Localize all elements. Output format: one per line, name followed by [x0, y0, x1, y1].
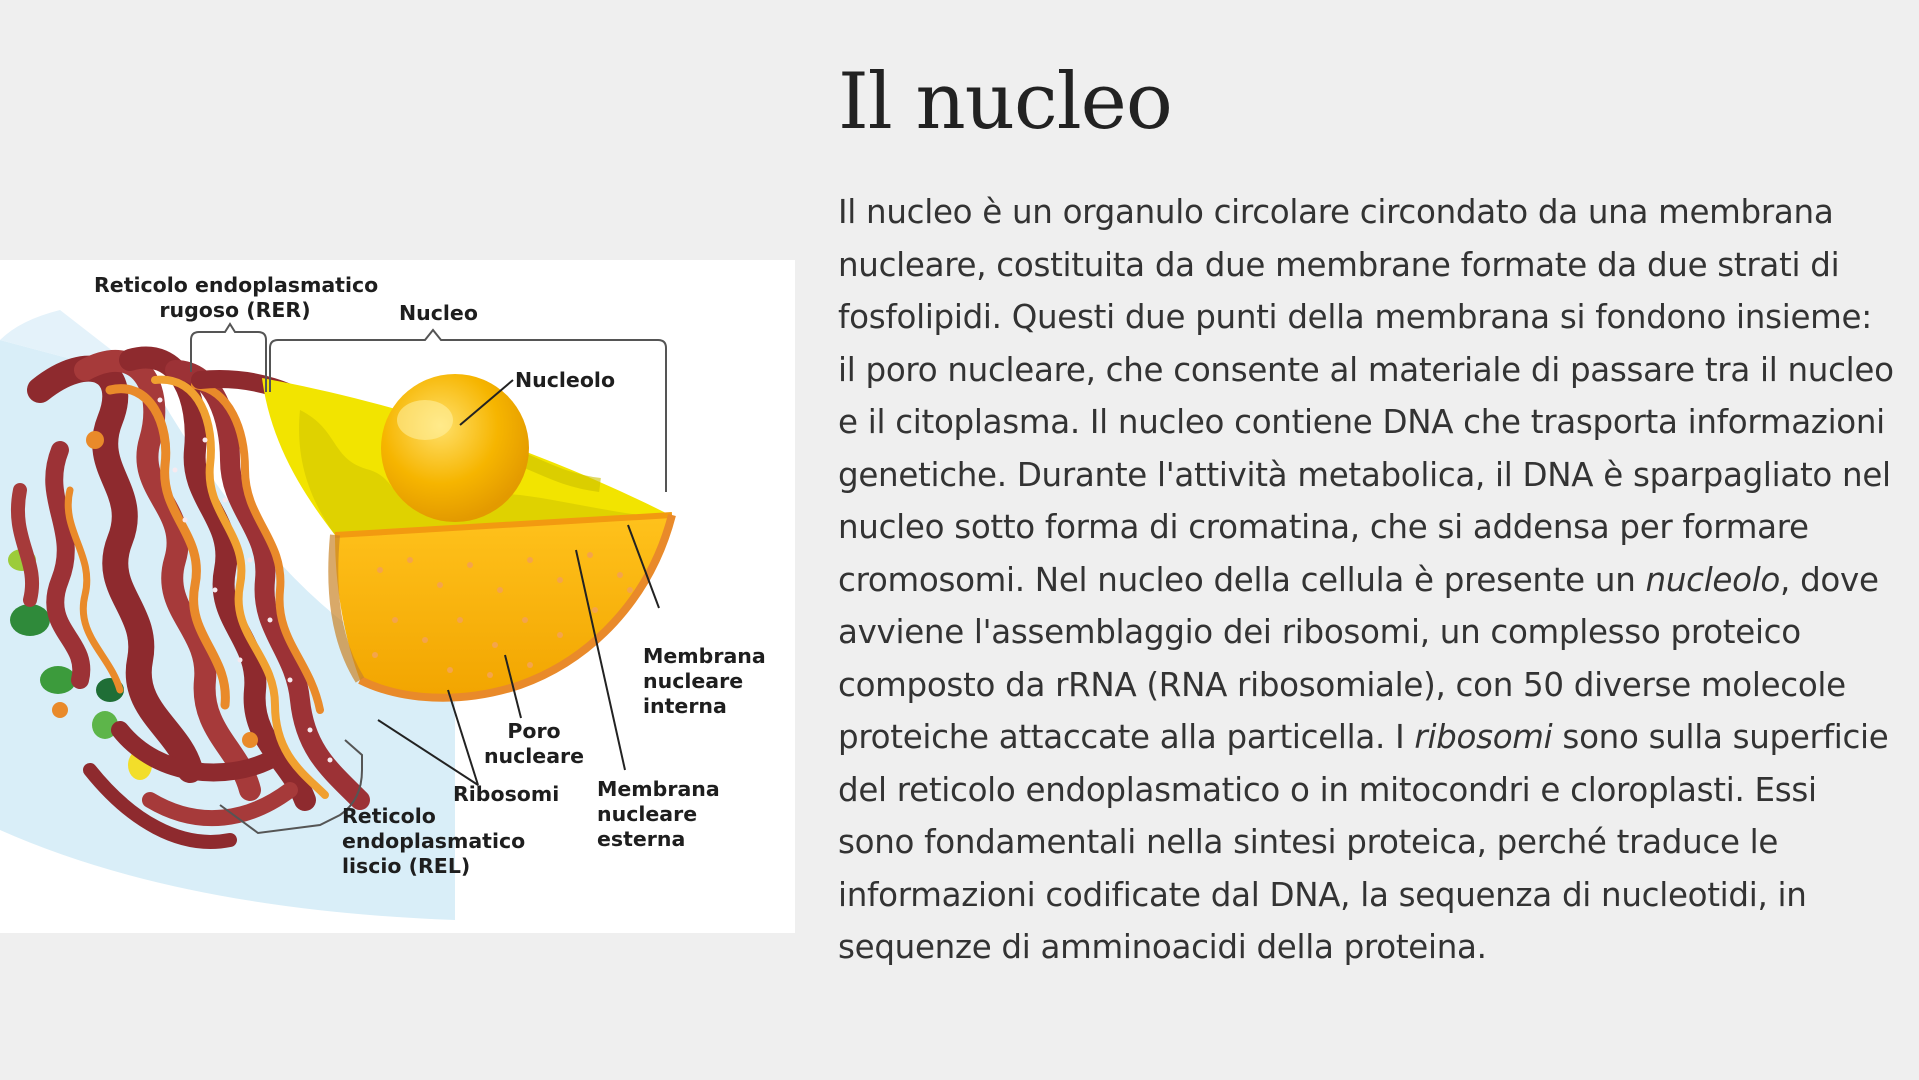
label-nucleo: Nucleo	[399, 301, 478, 325]
label-membrana-interna: Membrana nucleare interna	[643, 644, 766, 719]
label-membrana-esterna-line1: Membrana	[597, 777, 720, 801]
organelle	[40, 666, 76, 694]
nuclear-pores	[372, 552, 633, 678]
nucleus-diagram: Reticolo endoplasmatico rugoso (RER) Nuc…	[0, 260, 795, 933]
nucleolus-highlight	[397, 400, 453, 440]
body-text-part2: , dove avviene l'assemblaggio dei riboso…	[838, 560, 1879, 757]
label-nucleolo: Nucleolo	[515, 368, 616, 392]
nuclear-envelope-outer	[334, 512, 673, 538]
label-membrana-interna-line2: nucleare	[643, 669, 744, 693]
body-text-part3: sono sulla superficie del reticolo endop…	[838, 718, 1889, 966]
label-poro-nucleare: Poro nucleare	[480, 719, 588, 769]
body-text-nucleolo: nucleolo	[1645, 560, 1781, 599]
label-rel: Reticolo endoplasmatico liscio (REL)	[342, 804, 525, 879]
label-rel-line3: liscio (REL)	[342, 854, 471, 878]
label-rel-line2: endoplasmatico	[342, 829, 526, 853]
endoplasmic-reticulum	[10, 346, 370, 849]
label-membrana-esterna: Membrana nucleare esterna	[597, 777, 720, 852]
nuclear-envelope-side	[328, 534, 365, 683]
label-rer: Reticolo endoplasmatico rugoso (RER)	[94, 273, 379, 323]
nuclear-envelope-rim	[358, 513, 676, 702]
rel-bracket	[219, 739, 363, 835]
label-rer-line1: Reticolo endoplasmatico	[94, 273, 379, 297]
label-rer-line2: rugoso (RER)	[159, 298, 311, 322]
leader-lines	[377, 379, 660, 786]
label-ribosomi: Ribosomi	[453, 782, 560, 806]
label-membrana-esterna-line3: esterna	[597, 827, 686, 851]
chromatin	[299, 410, 640, 535]
label-membrana-interna-line3: interna	[643, 694, 727, 718]
label-membrana-interna-line1: Membrana	[643, 644, 766, 668]
slide-title: Il nucleo	[838, 57, 1173, 147]
label-rel-line1: Reticolo	[342, 804, 436, 828]
organelle	[10, 604, 50, 636]
slide-body-text: Il nucleo è un organulo circolare circon…	[838, 186, 1898, 974]
ribosomes	[157, 397, 333, 763]
nucleolus	[381, 374, 529, 522]
body-text-part1: Il nucleo è un organulo circolare circon…	[838, 193, 1894, 599]
label-membrana-esterna-line2: nucleare	[597, 802, 698, 826]
label-poro-line1: Poro	[507, 719, 561, 743]
label-poro-line2: nucleare	[483, 744, 585, 768]
nucleus-illustration	[0, 310, 676, 920]
body-text-ribosomi: ribosomi	[1414, 718, 1553, 756]
nucleoplasm	[335, 515, 672, 698]
nucleus-bracket	[269, 328, 667, 492]
rer-bracket	[190, 322, 267, 392]
